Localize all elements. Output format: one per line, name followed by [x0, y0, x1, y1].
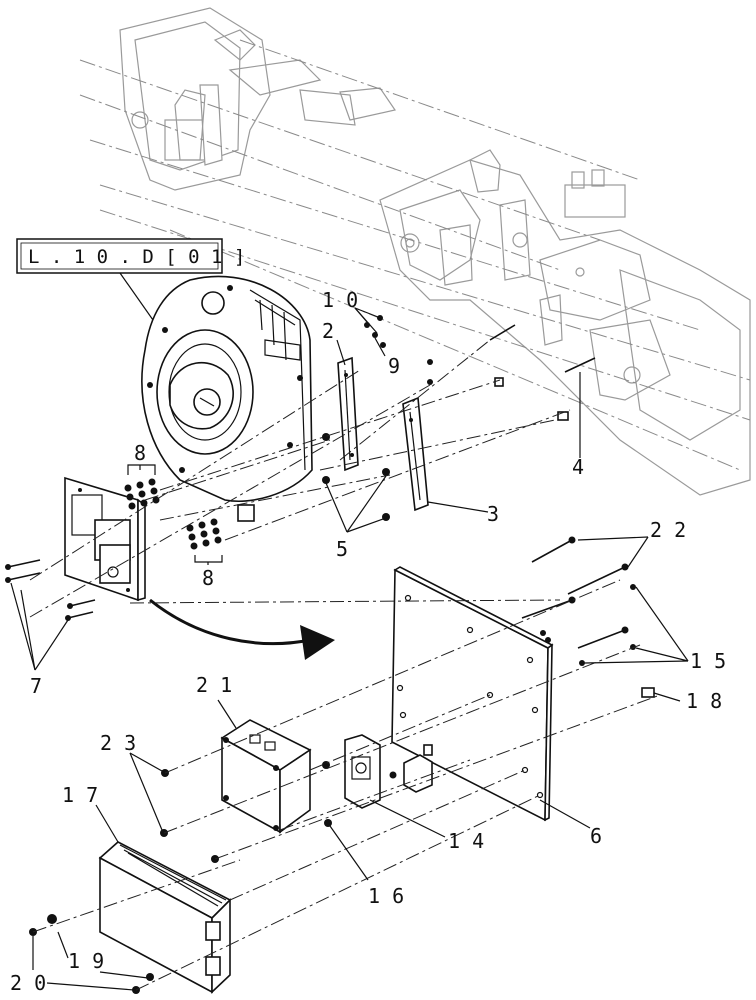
bracket-3	[402, 396, 429, 512]
bolts-22	[521, 536, 629, 649]
reference-label-box: L . 1 0 . D [ 0 1 ]	[16, 238, 245, 274]
callout-22: 2 2	[650, 518, 686, 542]
callout-18: 1 8	[686, 689, 722, 713]
bracket-2	[337, 356, 359, 472]
controller-17	[98, 841, 232, 994]
nuts-23-16	[160, 761, 397, 863]
assembly-lines	[29, 339, 661, 991]
mounting-plate	[391, 566, 554, 822]
studs-4	[489, 324, 596, 421]
control-board	[64, 476, 146, 602]
callout-2: 2	[322, 319, 334, 343]
leader-lines	[10, 307, 689, 991]
callout-10: 1 0	[322, 288, 358, 312]
nuts-19-20	[29, 914, 154, 994]
callout-20: 2 0	[10, 971, 46, 995]
fastener-cluster-upper	[124, 478, 160, 510]
callout-8-upper: 8	[134, 441, 146, 465]
reel-assembly	[141, 275, 313, 522]
machine-frame	[119, 7, 751, 496]
fastener-cluster-lower	[186, 518, 222, 550]
callout-3: 3	[487, 502, 499, 526]
callout-21: 2 1	[196, 673, 232, 697]
callout-14: 1 4	[448, 829, 484, 853]
callout-15: 1 5	[690, 649, 726, 673]
bracket-8-upper	[127, 464, 156, 475]
relay	[403, 744, 433, 793]
screws-7	[5, 559, 96, 621]
component-14	[344, 734, 381, 809]
callout-8-lower: 8	[202, 566, 214, 590]
callout-16: 1 6	[368, 884, 404, 908]
callout-7: 7	[30, 674, 42, 698]
bracket-8-lower	[194, 555, 223, 563]
callout-17: 1 7	[62, 783, 98, 807]
callout-9: 9	[388, 354, 400, 378]
callout-23: 2 3	[100, 731, 136, 755]
callout-6: 6	[590, 824, 602, 848]
screws-15	[540, 584, 636, 666]
nuts	[322, 315, 433, 521]
callout-4: 4	[572, 455, 584, 479]
direction-arrow	[149, 598, 335, 660]
callout-19: 1 9	[68, 949, 104, 973]
callout-5: 5	[336, 537, 348, 561]
screw-18	[641, 687, 655, 698]
callout-labels: 2 3 4 5 6 7 8 8 9 1 0 1 4 1 5 1 6 1 7 1 …	[10, 288, 726, 995]
module-21	[220, 719, 312, 834]
reference-label-text: L . 1 0 . D [ 0 1 ]	[28, 246, 245, 268]
